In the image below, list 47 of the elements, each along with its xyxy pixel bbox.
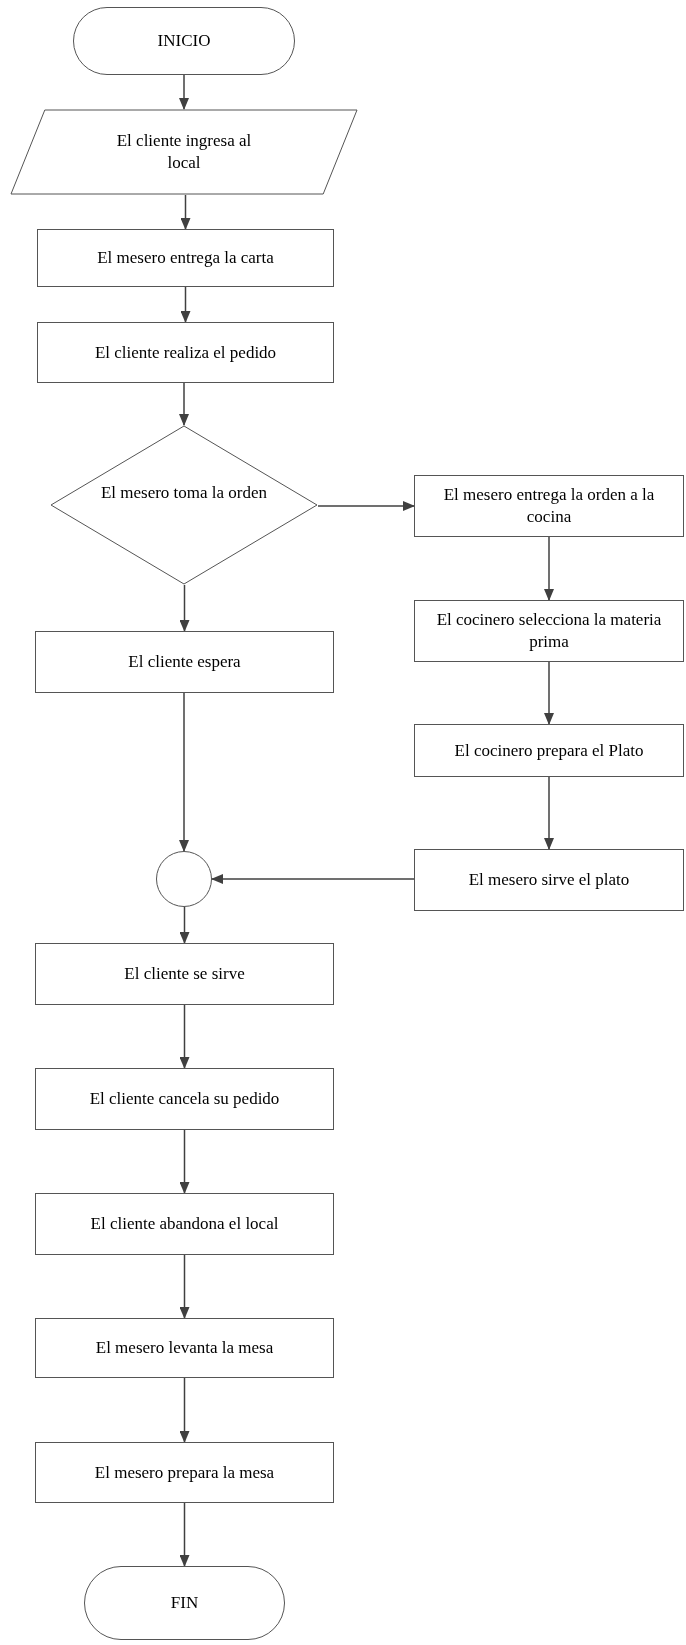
arrow — [180, 194, 191, 230]
arrow — [211, 874, 415, 884]
node-label: El mesero entrega la carta — [97, 247, 274, 269]
node-label: El cliente se sirve — [124, 963, 245, 985]
process-box — [35, 1318, 334, 1378]
process-box — [37, 229, 334, 287]
process-box — [35, 1442, 334, 1503]
node-label: El mesero levanta la mesa — [95, 1337, 274, 1359]
decision-diamond — [50, 425, 318, 585]
arrow — [179, 1502, 190, 1567]
node-label: El cocinero selecciona la materia prima — [435, 609, 663, 653]
arrow — [179, 74, 189, 110]
node-label: El cocinero prepara el Plato — [454, 739, 644, 762]
arrow — [179, 1129, 190, 1194]
node-label: El cliente abandona el local — [90, 1213, 279, 1235]
process-box — [37, 322, 334, 383]
arrow — [179, 1254, 190, 1319]
arrow — [179, 382, 189, 426]
process-box — [35, 943, 334, 1005]
node-label: FIN — [170, 1592, 199, 1614]
node-label: INICIO — [157, 30, 211, 52]
process-box — [414, 724, 684, 777]
node-label: El mesero toma la orden — [100, 482, 268, 504]
arrow — [179, 1004, 190, 1069]
process-box — [35, 1068, 334, 1130]
node-label: El mesero sirve el plato — [468, 869, 630, 891]
arrow — [544, 776, 554, 850]
arrow — [544, 536, 554, 601]
arrow — [179, 906, 190, 944]
arrow — [544, 661, 554, 725]
node-label: El cliente realiza el pedido — [94, 341, 277, 364]
node-label: El mesero entrega la orden a la cocina — [442, 484, 656, 528]
process-box — [414, 600, 684, 662]
process-box — [414, 475, 684, 537]
arrow — [179, 584, 190, 632]
node-label: El cliente cancela su pedido — [89, 1088, 280, 1110]
arrow — [179, 692, 189, 852]
input-parallelogram — [10, 109, 358, 195]
process-box — [35, 631, 334, 693]
node-label: El mesero prepara la mesa — [94, 1461, 275, 1484]
arrow — [179, 1377, 190, 1443]
process-box — [414, 849, 684, 911]
node-label: El cliente espera — [128, 651, 241, 673]
node-label: El cliente ingresa al local — [115, 130, 253, 174]
process-box — [35, 1193, 334, 1255]
arrow — [317, 501, 415, 511]
arrow — [180, 286, 191, 323]
